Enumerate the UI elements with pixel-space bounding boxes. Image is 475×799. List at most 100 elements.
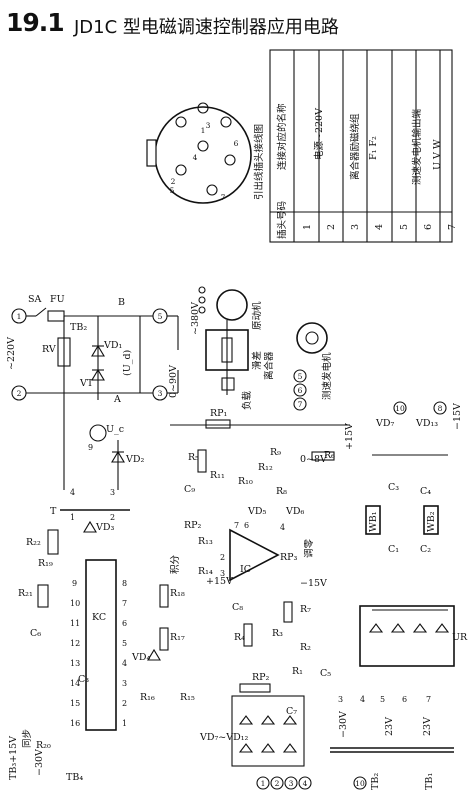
table-pin-1: 1 — [302, 224, 313, 230]
svg-text:R₂: R₂ — [300, 642, 311, 653]
motor-clutch: 原动机 ~380V 滑差 离合器 负载 测速发电机 5 6 7 — [190, 286, 333, 411]
svg-text:VD₁₃: VD₁₃ — [415, 418, 438, 429]
regulator-circuit: RP₁ R₅ R₁₁ R₁₀ R₉ 0~8V R₈ R₁₂ VD₅ VD₆ R₆… — [169, 408, 350, 679]
svg-text:C₃: C₃ — [388, 482, 399, 493]
svg-text:C₃: C₃ — [78, 674, 89, 685]
svg-text:16: 16 — [70, 719, 80, 728]
svg-text:R₁₆: R₁₆ — [140, 692, 155, 703]
svg-text:2: 2 — [220, 553, 225, 562]
plug-pin-2: 2 — [171, 177, 176, 186]
svg-text:WB₂: WB₂ — [426, 511, 437, 532]
svg-text:WB₁: WB₁ — [368, 511, 379, 532]
svg-text:KC: KC — [92, 612, 106, 623]
svg-text:6: 6 — [122, 619, 127, 628]
svg-text:VD₄: VD₄ — [131, 652, 150, 663]
table-name-power: 电源~220V — [313, 108, 325, 160]
svg-text:R₇: R₇ — [300, 604, 311, 615]
svg-text:14: 14 — [70, 679, 80, 688]
svg-text:R₁₄: R₁₄ — [198, 566, 213, 577]
table-pin-2: 2 — [326, 224, 337, 230]
svg-text:+15V: +15V — [206, 576, 233, 587]
svg-text:0~90V: 0~90V — [168, 365, 179, 398]
svg-text:R₁₇: R₁₇ — [170, 632, 185, 643]
svg-text:C₇: C₇ — [286, 706, 297, 717]
kc-chip: KC 8 7 6 5 4 3 2 1 9 10 11 12 13 14 15 1… — [70, 559, 195, 731]
svg-text:R₃: R₃ — [272, 628, 283, 639]
svg-text:5: 5 — [122, 639, 127, 648]
svg-text:R₄: R₄ — [234, 632, 245, 643]
svg-text:R₁₀: R₁₀ — [238, 476, 253, 487]
svg-text:10: 10 — [395, 404, 405, 413]
svg-text:积分: 积分 — [169, 555, 181, 575]
table-header-name: 连接对应的名称 — [276, 103, 288, 170]
svg-text:C₄: C₄ — [420, 486, 431, 497]
svg-text:4: 4 — [303, 779, 308, 788]
svg-text:R₆: R₆ — [324, 450, 335, 461]
svg-text:测速发电机: 测速发电机 — [321, 352, 333, 400]
svg-text:C₁: C₁ — [388, 544, 399, 555]
table-pin-7: 7 — [447, 224, 458, 230]
svg-text:R₈: R₈ — [276, 486, 287, 497]
svg-text:VT: VT — [79, 378, 94, 389]
svg-text:UR: UR — [452, 632, 468, 643]
table-pin-4: 4 — [374, 224, 385, 230]
svg-text:9: 9 — [72, 579, 77, 588]
svg-text:1: 1 — [261, 779, 266, 788]
svg-text:VD₇~VD₁₂: VD₇~VD₁₂ — [199, 732, 249, 743]
svg-text:负载: 负载 — [241, 390, 253, 410]
svg-text:10: 10 — [70, 599, 80, 608]
svg-text:TB₂: TB₂ — [70, 322, 87, 333]
dc-power-supply: +15V −15V VD₇ VD₁₃ 10 8 C₃ C₄ WB₁ WB₂ C₁… — [344, 401, 468, 667]
svg-text:−15V: −15V — [300, 578, 327, 589]
table-pin-6: 6 — [423, 224, 434, 230]
svg-text:R₂₁: R₂₁ — [18, 588, 33, 599]
svg-text:1: 1 — [17, 312, 22, 321]
svg-text:R₁₁: R₁₁ — [210, 470, 225, 481]
svg-text:4: 4 — [70, 488, 75, 497]
header: 19.1 JD1C 型电磁调速控制器应用电路 — [0, 0, 475, 40]
svg-text:1: 1 — [70, 513, 75, 522]
plug-pin-6: 6 — [234, 139, 239, 148]
svg-text:R₁: R₁ — [292, 666, 303, 677]
svg-text:2: 2 — [110, 513, 115, 522]
svg-text:VD₁: VD₁ — [103, 340, 122, 351]
svg-text:VD₆: VD₆ — [285, 506, 304, 517]
svg-text:4: 4 — [280, 523, 285, 532]
svg-text:12: 12 — [70, 639, 80, 648]
svg-text:2: 2 — [122, 699, 127, 708]
svg-text:−30V: −30V — [34, 749, 45, 776]
svg-text:4: 4 — [122, 659, 127, 668]
svg-text:IC: IC — [240, 564, 251, 575]
svg-text:滑差: 滑差 — [251, 351, 263, 370]
svg-text:−15V: −15V — [452, 403, 463, 430]
table-name-coil-terms: F₁ F₂ — [368, 136, 379, 160]
svg-text:A: A — [113, 394, 121, 405]
svg-text:R₅: R₅ — [188, 452, 199, 463]
svg-text:C₆: C₆ — [30, 628, 41, 639]
svg-text:~380V: ~380V — [190, 302, 201, 335]
connector-plug: 1 2 3 4 5 6 7 — [146, 102, 252, 204]
svg-text:VD₃: VD₃ — [95, 522, 114, 533]
svg-text:R₁₂: R₁₂ — [258, 462, 273, 473]
svg-text:T: T — [50, 506, 57, 517]
svg-text:TB₁: TB₁ — [424, 773, 435, 790]
circuit-diagram: 1 2 3 4 5 6 7 引出线插头接线图 插头号码 连接对应的名称 1 2 … — [6, 49, 468, 790]
svg-text:7: 7 — [298, 400, 303, 409]
svg-text:3: 3 — [122, 679, 127, 688]
svg-text:2: 2 — [275, 779, 280, 788]
svg-text:+15V: +15V — [344, 423, 355, 450]
svg-text:−30V: −30V — [338, 711, 349, 738]
svg-text:8: 8 — [438, 404, 443, 413]
plug-pin-3: 3 — [206, 121, 211, 130]
svg-text:3: 3 — [289, 779, 294, 788]
power-section: 1 2 5 3 ~220V SA FU RV TB₂ VD₁ VT B A (U… — [6, 294, 179, 405]
svg-text:原动机: 原动机 — [251, 301, 263, 330]
svg-text:23V: 23V — [422, 717, 433, 736]
svg-text:U_c: U_c — [106, 424, 124, 435]
svg-text:R₂₂: R₂₂ — [26, 537, 41, 548]
svg-text:TB₄: TB₄ — [66, 772, 83, 783]
table-name-tacho-terms: U V W — [432, 139, 443, 170]
svg-text:R₁₃: R₁₃ — [198, 536, 213, 547]
svg-text:R₉: R₉ — [270, 447, 281, 458]
